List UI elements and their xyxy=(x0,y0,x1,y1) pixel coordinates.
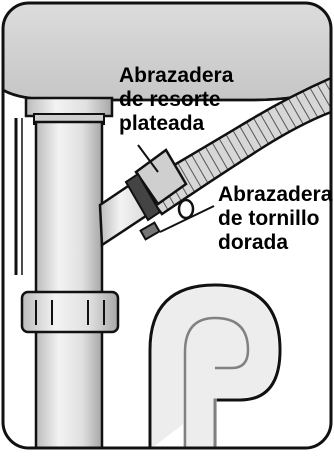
leader-spring xyxy=(137,144,159,173)
screw-clamp-label: Abrazadera de tornillo dorada xyxy=(218,183,332,255)
spring-clamp-label-line-1: Abrazadera xyxy=(119,64,234,87)
spring-clamp xyxy=(134,148,188,206)
p-trap-body xyxy=(152,287,278,448)
p-trap xyxy=(148,283,282,448)
spring-clamp-label-line-3: plateada xyxy=(119,112,205,135)
screw-clamp-label-line-1: Abrazadera xyxy=(218,183,333,206)
spring-clamp-label: Abrazadera de resorte plateada xyxy=(119,64,233,136)
screw-clamp-housing xyxy=(139,221,161,241)
screw-clamp-label-line-2: de tornillo xyxy=(218,207,320,230)
vertical-drain-pipe xyxy=(34,120,104,448)
slip-nut xyxy=(20,290,120,334)
screw-clamp-label-line-3: dorada xyxy=(218,231,289,254)
drain-hose xyxy=(138,76,331,216)
spring-clamp-tab xyxy=(177,198,195,220)
leader-screw xyxy=(159,205,215,233)
spring-clamp-label-line-2: de resorte xyxy=(119,88,221,111)
screw-clamp xyxy=(124,172,162,222)
panel-frame xyxy=(1,1,333,450)
